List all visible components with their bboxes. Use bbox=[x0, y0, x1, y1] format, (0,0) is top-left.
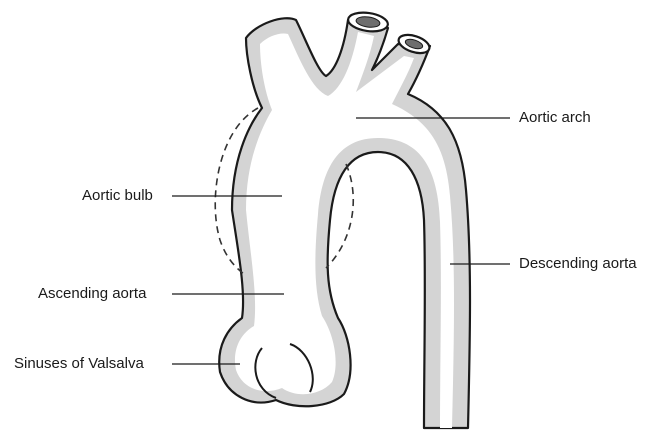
label-aortic-bulb: Aortic bulb bbox=[82, 187, 153, 205]
label-descending-aorta: Descending aorta bbox=[519, 255, 637, 273]
label-ascending-aorta: Ascending aorta bbox=[38, 285, 146, 303]
label-aortic-arch: Aortic arch bbox=[519, 109, 591, 127]
label-sinuses-of-valsalva: Sinuses of Valsalva bbox=[14, 355, 144, 373]
